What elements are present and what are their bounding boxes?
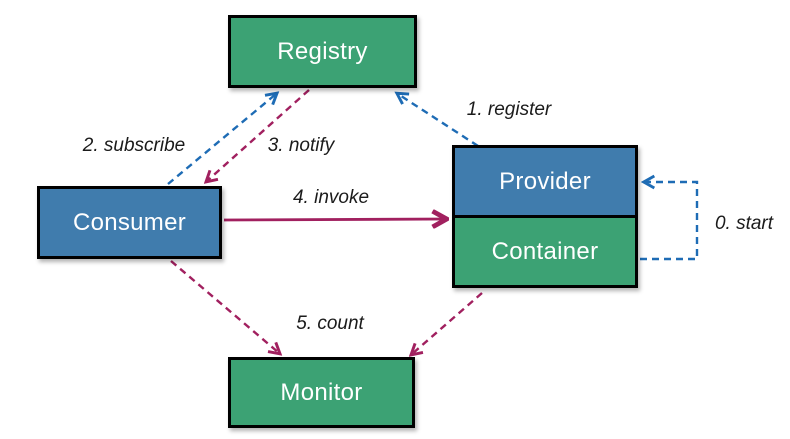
edge-label-count: 5. count bbox=[296, 313, 364, 334]
node-registry-label: Registry bbox=[277, 37, 368, 65]
edge-count-container-arrow bbox=[412, 292, 483, 354]
node-provider: Provider bbox=[452, 145, 638, 218]
edge-label-invoke: 4. invoke bbox=[292, 187, 370, 208]
node-consumer: Consumer bbox=[37, 186, 222, 259]
edge-label-start: 0. start bbox=[714, 213, 774, 234]
node-container: Container bbox=[452, 215, 638, 288]
node-registry: Registry bbox=[228, 15, 417, 88]
node-provider-label: Provider bbox=[499, 167, 591, 195]
edge-label-register: 1. register bbox=[466, 99, 552, 120]
edge-start-arrow bbox=[640, 182, 699, 261]
node-consumer-label: Consumer bbox=[72, 208, 187, 236]
edge-count-consumer-arrow bbox=[170, 260, 279, 353]
edge-invoke-arrow bbox=[223, 219, 446, 220]
edge-label-subscribe: 2. subscribe bbox=[82, 135, 186, 156]
node-container-label: Container bbox=[491, 237, 599, 265]
node-provider-container-stack: Provider Container bbox=[452, 145, 638, 288]
node-monitor: Monitor bbox=[228, 357, 415, 428]
edge-label-notify: 3. notify bbox=[267, 135, 335, 156]
node-monitor-label: Monitor bbox=[280, 378, 363, 406]
